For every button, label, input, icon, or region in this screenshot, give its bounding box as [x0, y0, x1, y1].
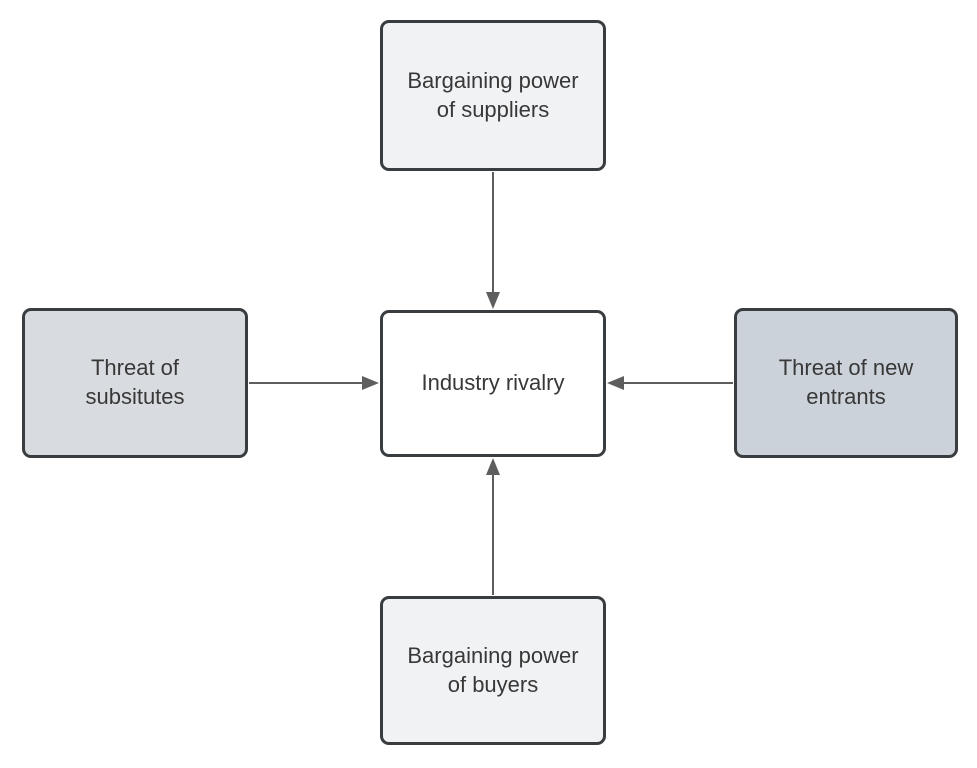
arrowhead-right-icon	[362, 376, 379, 390]
node-threat-of-new-entrants: Threat of new entrants	[734, 308, 958, 458]
node-bargaining-power-of-suppliers: Bargaining power of suppliers	[380, 20, 606, 171]
node-threat-of-substitutes: Threat of subsitutes	[22, 308, 248, 458]
node-label: Threat of new entrants	[778, 355, 914, 409]
node-industry-rivalry: Industry rivalry	[380, 310, 606, 457]
node-label: Industry rivalry	[421, 370, 565, 396]
node-label: Bargaining power of buyers	[407, 642, 579, 697]
arrowhead-up-icon	[486, 458, 500, 475]
arrowhead-left-icon	[607, 376, 624, 390]
arrow-buyers-to-rivalry	[486, 458, 500, 595]
arrow-substitutes-to-rivalry	[249, 376, 379, 390]
arrowhead-down-icon	[486, 292, 500, 309]
node-label: Threat of subsitutes	[85, 355, 185, 409]
arrow-new-entrants-to-rivalry	[607, 376, 733, 390]
node-bargaining-power-of-buyers: Bargaining power of buyers	[380, 596, 606, 745]
arrow-suppliers-to-rivalry	[486, 172, 500, 309]
node-label: Bargaining power of suppliers	[407, 67, 579, 122]
